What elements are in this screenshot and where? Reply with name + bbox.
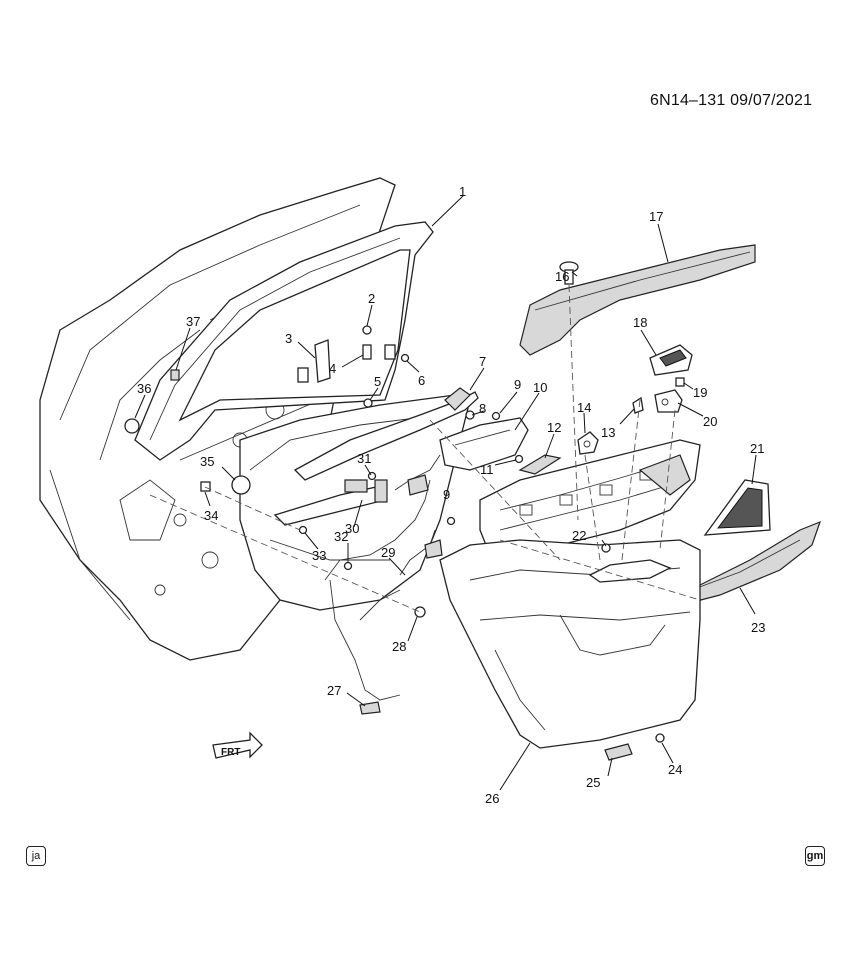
callout-1: 1 bbox=[459, 184, 466, 199]
callout-20: 20 bbox=[703, 414, 717, 429]
callout-numbers: 1 2 3 4 5 6 7 8 9 9 10 11 12 13 14 16 17… bbox=[137, 184, 765, 806]
callout-19: 19 bbox=[693, 385, 707, 400]
armrest-upper-trim-17 bbox=[519, 244, 756, 356]
callout-33: 33 bbox=[312, 548, 326, 563]
callout-23: 23 bbox=[751, 620, 765, 635]
handle-14 bbox=[577, 431, 599, 455]
callout-8: 8 bbox=[479, 401, 486, 416]
leader-lines bbox=[134, 195, 757, 791]
callout-26: 26 bbox=[485, 791, 499, 806]
callout-31: 31 bbox=[357, 451, 371, 466]
push-pin-16 bbox=[559, 261, 579, 285]
callout-3: 3 bbox=[285, 331, 292, 346]
callout-30: 30 bbox=[345, 521, 359, 536]
callout-7: 7 bbox=[479, 354, 486, 369]
callout-9-lower: 9 bbox=[443, 487, 450, 502]
callout-29: 29 bbox=[381, 545, 395, 560]
speaker-grille-21 bbox=[703, 479, 771, 536]
callout-9-upper: 9 bbox=[514, 377, 521, 392]
callout-11: 11 bbox=[480, 462, 494, 477]
window-switch-18 bbox=[649, 344, 693, 376]
callout-12: 12 bbox=[547, 420, 561, 435]
clip-19 bbox=[675, 377, 685, 387]
callout-10: 10 bbox=[533, 380, 547, 395]
handle-housing-10 bbox=[439, 417, 529, 471]
front-direction-arrow: FRT bbox=[212, 731, 263, 759]
window-frame-trim bbox=[134, 221, 434, 461]
door-trim-panel-26 bbox=[439, 539, 701, 749]
front-label: FRT bbox=[221, 747, 240, 758]
callout-2: 2 bbox=[368, 291, 375, 306]
callout-16: 16 bbox=[555, 269, 569, 284]
fasteners bbox=[124, 325, 665, 761]
clip-13 bbox=[632, 396, 644, 414]
callout-13: 13 bbox=[601, 425, 615, 440]
callout-18: 18 bbox=[633, 315, 647, 330]
bracket-30 bbox=[273, 479, 388, 526]
assembly-lines bbox=[149, 284, 701, 613]
wiring-harness bbox=[324, 454, 443, 715]
callout-14: 14 bbox=[577, 400, 591, 415]
callout-5: 5 bbox=[374, 374, 381, 389]
trim-carrier bbox=[479, 439, 701, 556]
callout-28: 28 bbox=[392, 639, 406, 654]
pull-handle-7 bbox=[293, 387, 479, 481]
callout-17: 17 bbox=[649, 209, 663, 224]
callout-35: 35 bbox=[200, 454, 214, 469]
callout-4: 4 bbox=[329, 361, 336, 376]
callout-25: 25 bbox=[586, 775, 600, 790]
callout-6: 6 bbox=[418, 373, 425, 388]
switch-housing-20 bbox=[654, 389, 683, 413]
callout-24: 24 bbox=[668, 762, 682, 777]
callout-27: 27 bbox=[327, 683, 341, 698]
callout-36: 36 bbox=[137, 381, 151, 396]
callout-21: 21 bbox=[750, 441, 764, 456]
language-badge: ja bbox=[26, 846, 46, 866]
callout-22: 22 bbox=[572, 528, 586, 543]
callout-32: 32 bbox=[334, 529, 348, 544]
callout-37: 37 bbox=[186, 314, 200, 329]
gm-logo-badge: gm bbox=[805, 846, 825, 866]
callout-34: 34 bbox=[204, 508, 218, 523]
diagram-code: 6N14–131 09/07/2021 bbox=[650, 92, 813, 109]
trim-12 bbox=[518, 454, 562, 475]
